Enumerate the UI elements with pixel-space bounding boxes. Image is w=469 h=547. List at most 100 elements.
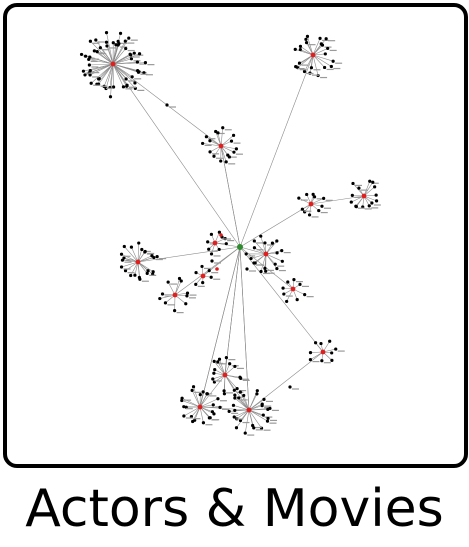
actor-node: [83, 73, 87, 77]
actor-node: [319, 341, 323, 346]
actor-node: [217, 357, 222, 361]
node-label-mark: [217, 132, 225, 135]
hub-node: [237, 244, 243, 250]
actor-node: [209, 232, 214, 236]
edge-movie-to-actor: [234, 397, 250, 411]
node-label-mark: [235, 153, 243, 155]
edge-movie-to-actor: [191, 390, 201, 408]
node-label-mark: [213, 255, 221, 257]
edge-movie-to-actor: [297, 54, 314, 68]
edge-movie-to-actor: [248, 409, 268, 411]
actor-node: [177, 276, 182, 281]
node-label-mark: [129, 86, 137, 88]
node-label-mark: [264, 405, 272, 407]
edge-movie-to-actor: [363, 182, 374, 197]
actor-node: [216, 360, 220, 364]
actor-node: [280, 259, 284, 263]
actor-node: [119, 265, 124, 269]
edge-movie-to-actor: [174, 280, 182, 296]
actor-node: [232, 388, 236, 392]
edge-movie-to-actor: [254, 240, 267, 255]
node-label-mark: [124, 261, 132, 263]
edge-movie-to-actor: [312, 38, 327, 56]
node-label-mark: [311, 74, 319, 76]
actor-node: [143, 250, 147, 254]
actor-node: [297, 196, 301, 200]
node-label-mark: [213, 278, 221, 280]
edge-movie-to-actor: [265, 240, 278, 255]
actor-node: [320, 204, 324, 208]
edge-hub-to-cluster: [239, 246, 294, 290]
node-label-mark: [102, 49, 110, 51]
node-label-mark: [194, 391, 202, 393]
actor-node: [155, 254, 159, 259]
edge-movie-to-actor: [137, 261, 148, 274]
actor-node: [293, 47, 297, 51]
movie-node: [263, 251, 269, 257]
edge-bridge: [199, 374, 226, 408]
actor-node: [185, 294, 189, 298]
actor-node: [182, 414, 186, 418]
actor-node: [207, 247, 211, 251]
edge-movie-to-actor: [312, 54, 334, 62]
node-label-mark: [164, 295, 172, 297]
edge-movie-to-actor: [213, 361, 226, 376]
actor-node: [182, 405, 186, 409]
node-label-mark: [256, 242, 264, 244]
node-label-mark: [320, 211, 328, 214]
node-label-mark: [255, 429, 263, 431]
edge-movie-to-actor: [112, 48, 126, 65]
edge-movie-to-actor: [199, 398, 219, 408]
edge-movie-to-actor: [121, 261, 139, 268]
thumbnail-frame[interactable]: [3, 3, 468, 468]
actor-node: [224, 242, 228, 246]
actor-node: [330, 351, 334, 355]
actor-node: [255, 392, 259, 396]
actor-node: [210, 259, 214, 263]
actor-node: [191, 419, 195, 424]
actor-node: [371, 180, 375, 184]
actor-node: [146, 269, 150, 273]
node-label-mark: [360, 189, 368, 191]
actor-node: [180, 398, 184, 403]
edge-bridge: [199, 406, 250, 411]
node-label-mark: [320, 76, 328, 79]
node-label-mark: [197, 285, 205, 287]
node-label-mark: [106, 87, 114, 89]
edge-movie-to-actor: [299, 54, 314, 64]
node-label-mark: [91, 66, 99, 68]
node-label-mark: [204, 144, 212, 147]
edge-movie-to-actor: [260, 253, 267, 272]
node-label-mark: [92, 76, 100, 78]
actor-node: [98, 46, 102, 50]
actor-node: [123, 39, 127, 43]
node-label-mark: [266, 269, 274, 272]
actor-node: [211, 403, 215, 407]
node-label-mark: [185, 408, 193, 410]
node-label-mark: [233, 142, 241, 144]
edge-movie-to-actor: [105, 63, 114, 89]
actor-node: [282, 292, 286, 296]
actor-node: [201, 281, 205, 285]
edge-movie-to-actor: [234, 409, 250, 418]
movie-node: [110, 61, 116, 67]
node-label-mark: [85, 72, 93, 74]
movie-node: [361, 193, 367, 199]
actor-node: [288, 385, 292, 389]
node-label-mark: [214, 262, 221, 264]
actor-node: [305, 192, 309, 197]
node-label-mark: [354, 196, 362, 198]
edge-movie-to-actor: [137, 243, 140, 263]
node-label-mark: [214, 380, 222, 382]
actor-node: [145, 271, 149, 275]
actor-node: [292, 278, 296, 282]
edge-movie-to-actor: [265, 250, 282, 255]
edge-hub-to-cluster: [239, 246, 267, 255]
actor-node: [259, 269, 263, 274]
actor-node: [234, 147, 238, 151]
actor-node: [166, 280, 170, 284]
actor-node: [104, 86, 108, 91]
node-label-mark: [155, 258, 163, 261]
actor-node: [137, 241, 141, 245]
actor-node: [158, 296, 162, 301]
